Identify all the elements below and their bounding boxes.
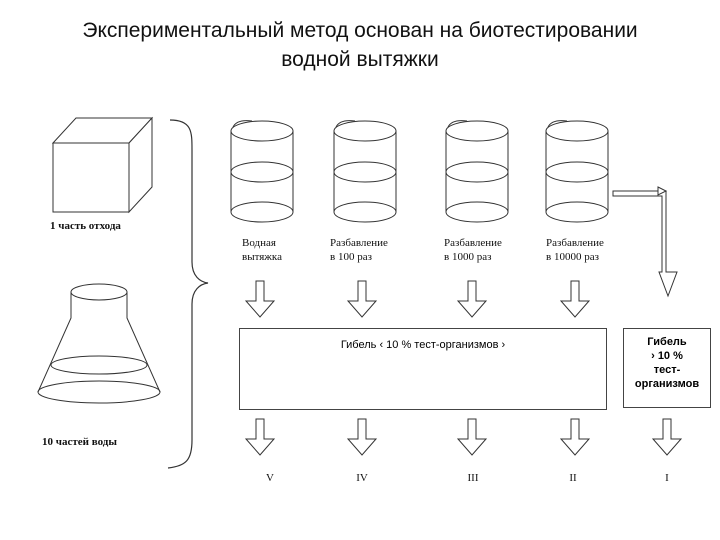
down-arrow-bottom-1 [244,418,276,456]
beaker-4 [545,120,609,223]
down-arrow-top-4 [559,280,591,318]
death-box: Гибель ‹ 10 % тест-организмов › [239,328,607,410]
roman-label-3: III [467,472,479,484]
death-box-label: Гибель ‹ 10 % тест-организмов › [340,339,506,351]
column-label-2: Разбавление в 100 раз [330,237,388,263]
waste-label: 1 часть отхода [50,220,121,232]
roman-label-2: IV [356,472,368,484]
down-arrow-top-1 [244,280,276,318]
curly-brace [167,119,209,469]
title-line-2: водной вытяжки [281,48,439,71]
beaker-3 [445,120,509,223]
down-arrow-bottom-2 [346,418,378,456]
roman-label-5: I [665,472,669,484]
down-arrow-bottom-4 [559,418,591,456]
right-flow-arrow [612,186,678,298]
column-label-1: Водная вытяжка [242,237,282,263]
water-label: 10 частей воды [42,436,117,448]
title-line-1: Экспериментальный метод основан на биоте… [82,19,638,42]
down-arrow-top-2 [346,280,378,318]
column-label-4: Разбавление в 10000 раз [546,237,604,263]
column-label-3: Разбавление в 1000 раз [444,237,502,263]
down-arrow-bottom-5 [651,418,683,456]
water-flask [37,283,161,404]
death-box-right: Гибель › 10 % тест- организмов [623,328,711,408]
beaker-1 [230,120,294,223]
beaker-2 [333,120,397,223]
page-title: Экспериментальный метод основан на биоте… [0,16,720,74]
down-arrow-top-3 [456,280,488,318]
roman-label-1: V [266,472,274,484]
down-arrow-bottom-3 [456,418,488,456]
waste-cube [51,116,154,214]
roman-label-4: II [569,472,577,484]
